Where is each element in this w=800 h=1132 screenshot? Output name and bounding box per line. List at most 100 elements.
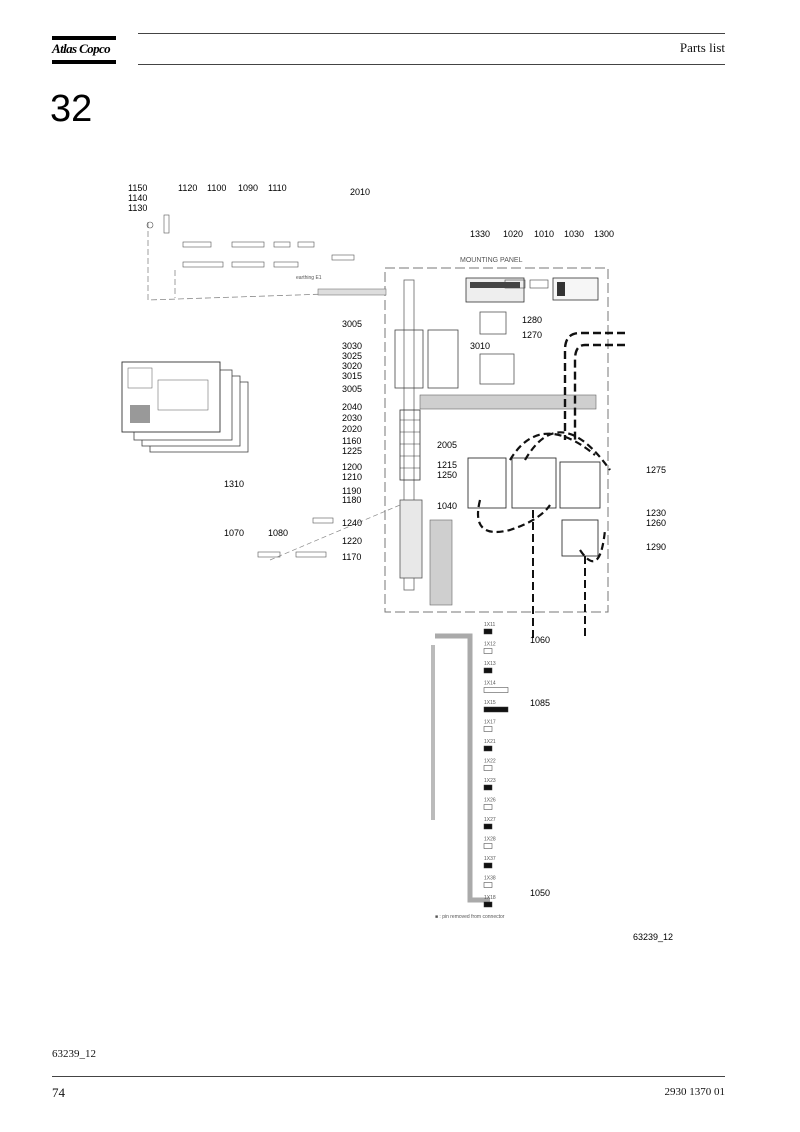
connector-plug: [483, 862, 493, 869]
connector-tag-1x21: 1X21: [484, 739, 496, 745]
connector-tag-group: 1X111X121X131X141X151X171X211X221X231X26…: [483, 622, 509, 908]
callout-3030: 3030: [342, 341, 362, 351]
harness-cable-left: [269, 504, 401, 561]
connector-tag-1x27: 1X27: [484, 817, 496, 823]
callout-1180: 1180: [342, 495, 361, 505]
overload-relay-f21: [561, 519, 599, 557]
cable-duct-vertical: [429, 519, 453, 606]
connector-plug: [483, 882, 493, 888]
terminal-strip-lower: [399, 499, 423, 579]
logo-bottom-bar: [52, 60, 116, 64]
connector-plug: [483, 667, 493, 674]
callout-1070: 1070: [224, 528, 244, 538]
callout-1215: 1215: [437, 460, 457, 470]
cable-gland-icon: [146, 221, 154, 229]
callout-1060: 1060: [530, 635, 550, 645]
callout-1050: 1050: [530, 888, 550, 898]
sheet-detail: [157, 379, 209, 411]
connector-tag-1x17: 1X17: [484, 720, 496, 726]
document-number: 2930 1370 01: [664, 1086, 726, 1098]
callout-1140: 1140: [128, 193, 147, 203]
callout-3010: 3010: [470, 341, 490, 351]
callout-1010: 1010: [534, 229, 554, 239]
connector-tag-1x12: 1X12: [484, 642, 496, 648]
callout-3015: 3015: [342, 371, 362, 381]
connector-1x5: [295, 551, 327, 558]
component-1330: [465, 277, 525, 303]
callout-1170: 1170: [342, 552, 361, 562]
callout-3020: 3020: [342, 361, 362, 371]
mounting-panel-outline: [384, 267, 609, 613]
connector-plug: [483, 706, 509, 713]
power-cable-6: [579, 529, 607, 563]
connector-plug: [483, 784, 493, 791]
callout-1230: 1230: [646, 508, 666, 518]
connector-2x9: [182, 261, 224, 268]
callout-1240: 1240: [342, 518, 362, 528]
contactor-k23: [511, 457, 557, 509]
callout-1085: 1085: [530, 698, 550, 708]
connector-2x12: [231, 241, 265, 248]
callout-1250: 1250: [437, 470, 457, 480]
header-rule-bottom: [138, 64, 725, 65]
harness-cable-top: [147, 222, 386, 301]
callout-1110: 1110: [268, 183, 287, 193]
terminal-block: [399, 409, 421, 481]
power-cable-2: [573, 343, 625, 440]
connector-tag-1x11: 1X11: [484, 622, 496, 628]
contactor-k22: [467, 457, 507, 509]
callout-3025: 3025: [342, 351, 362, 361]
callout-1280: 1280: [522, 315, 542, 325]
sheet-detail: [127, 367, 153, 389]
connector-plug: [483, 687, 509, 693]
transformer-t2: [479, 311, 507, 335]
callout-1040: 1040: [437, 501, 457, 511]
terminal-rail: [403, 279, 415, 591]
callout-1300: 1300: [594, 229, 614, 239]
connector-plug: [483, 648, 493, 654]
header-title: Parts list: [679, 40, 725, 55]
connector-1x9: [257, 551, 281, 558]
connector-plug: [483, 726, 493, 732]
callout-2010: 2010: [350, 187, 370, 197]
legend-pin-removed: ■ : pin removed from connector: [435, 914, 505, 920]
power-cable-5: [476, 499, 551, 534]
connector-tag-1x37: 1X37: [484, 856, 496, 862]
connector-2x11: [182, 241, 212, 248]
connector-plug: [483, 804, 493, 810]
earthing-label: earthing E1: [296, 275, 322, 281]
logo-wordmark: Atlas Copco: [52, 41, 111, 56]
connector-tag-1x13: 1X13: [484, 661, 496, 667]
callout-3005: 3005: [342, 319, 362, 329]
transformer-t1: [479, 353, 515, 385]
connector-2x7: [273, 241, 291, 248]
relay-group-right: [427, 329, 459, 389]
connector-tag-1x18: 1X18: [484, 895, 496, 901]
callout-1020: 1020: [503, 229, 523, 239]
section-number: 32: [50, 88, 93, 130]
contactor-k21: [559, 461, 601, 509]
callout-1100: 1100: [207, 183, 226, 193]
mounting-panel-label: MOUNTING PANEL: [460, 257, 523, 264]
logo-top-bar: [52, 36, 116, 40]
callout-1190: 1190: [342, 486, 361, 496]
cable-duct-horizontal: [419, 394, 597, 410]
connector-2x10: [163, 214, 170, 234]
connector-tag-1x38: 1X38: [484, 876, 496, 882]
connector-tag-1x14: 1X14: [484, 681, 496, 687]
connector-tag-1x28: 1X28: [484, 837, 496, 843]
callout-1150: 1150: [128, 183, 147, 193]
lower-cable-harness: [435, 633, 490, 903]
connector-plug: [483, 843, 493, 849]
callout-1130: 1130: [128, 203, 147, 213]
page-number: 74: [52, 1085, 65, 1100]
callout-1120: 1120: [178, 183, 197, 193]
callout-1210: 1210: [342, 472, 362, 482]
callout-2020: 2020: [342, 424, 362, 434]
callout-2030: 2030: [342, 413, 362, 423]
header-rule-top: [138, 33, 725, 34]
callout-1275: 1275: [646, 465, 666, 475]
callout-1330: 1330: [470, 229, 490, 239]
callout-1080: 1080: [268, 528, 288, 538]
